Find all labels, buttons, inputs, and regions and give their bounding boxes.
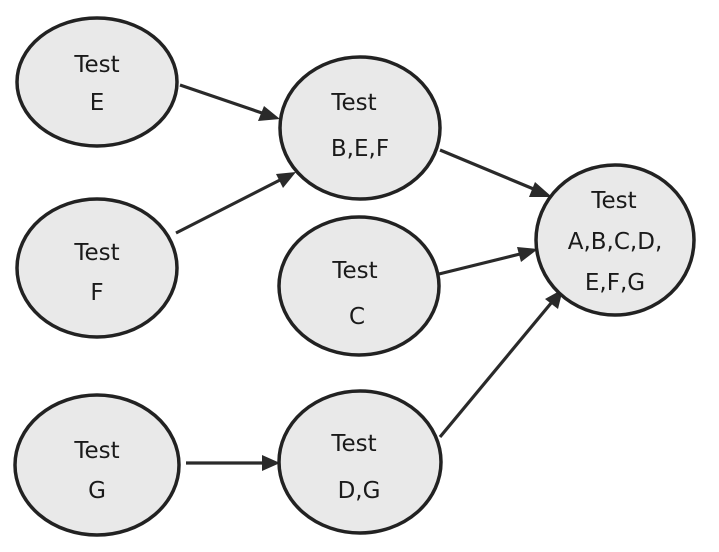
node-test-c-line-1: Test xyxy=(331,258,377,284)
node-test-f-line-1: Test xyxy=(73,240,119,266)
node-test-all-line-1: Test xyxy=(590,188,636,214)
node-test-all: Test A,B,C,D, E,F,G xyxy=(534,163,696,317)
node-test-g-line-2: G xyxy=(88,478,106,504)
node-test-g: Test G xyxy=(13,393,181,537)
node-test-e-line-1: Test xyxy=(73,52,119,78)
node-test-c: Test C xyxy=(277,215,441,357)
node-test-f: Test F xyxy=(15,197,179,339)
node-test-dg: Test D,G xyxy=(277,389,443,535)
node-test-all-line-3: E,F,G xyxy=(585,270,645,296)
edge-c-to-all xyxy=(438,252,521,276)
edge-e-to-bef xyxy=(179,83,263,115)
node-test-e-line-2: E xyxy=(90,90,105,116)
edge-dg-to-all xyxy=(438,300,554,439)
node-test-bef-line-1: Test xyxy=(330,90,376,116)
node-test-e: Test E xyxy=(15,16,179,148)
edge-f-to-bef xyxy=(175,178,281,235)
arrowhead-e-to-bef xyxy=(258,106,280,121)
arrowhead-f-to-bef xyxy=(276,172,296,188)
edge-bef-to-all xyxy=(439,148,537,192)
node-test-all-line-2: A,B,C,D, xyxy=(568,229,663,255)
node-test-f-line-2: F xyxy=(90,280,103,306)
node-test-dg-line-1: Test xyxy=(330,431,376,457)
arrowhead-bef-to-all xyxy=(529,182,552,197)
arrowhead-g-to-dg xyxy=(262,455,280,471)
node-test-dg-line-2: D,G xyxy=(338,478,381,504)
node-test-bef: Test B,E,F xyxy=(278,55,442,201)
node-test-bef-line-2: B,E,F xyxy=(331,136,389,162)
node-test-g-line-1: Test xyxy=(73,438,119,464)
arrowhead-c-to-all xyxy=(517,247,538,262)
node-test-c-line-2: C xyxy=(349,304,365,330)
